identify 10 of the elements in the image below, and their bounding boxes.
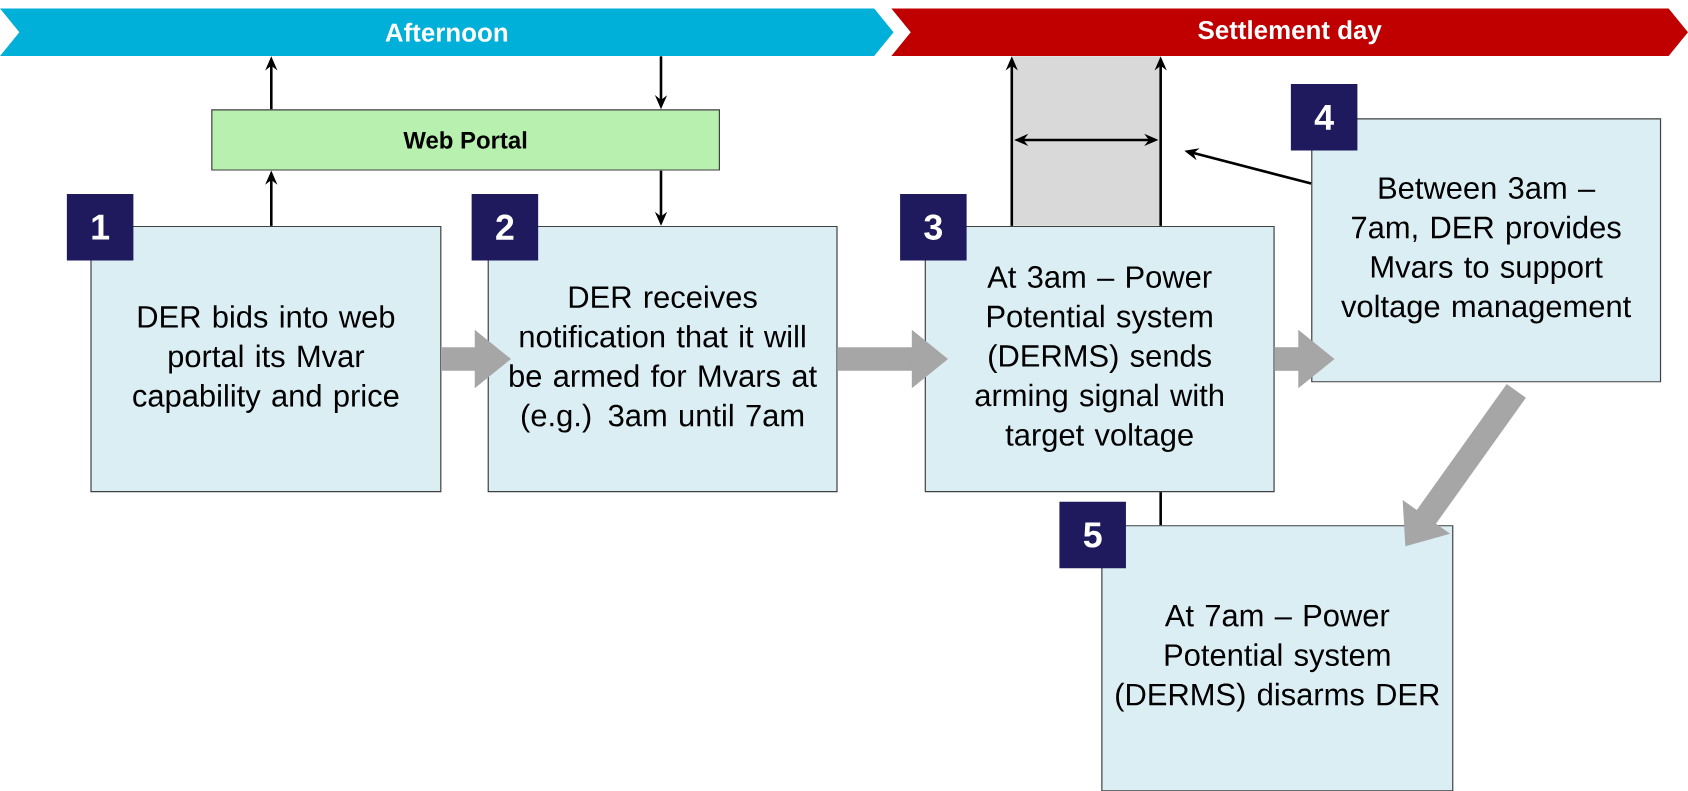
portal-box: Web Portal [211, 109, 720, 171]
number-badge: 1 [66, 193, 134, 261]
chevron-banner: Settlement day [891, 8, 1688, 56]
number-badge: 2 [471, 193, 539, 261]
step-box: At 7am – Power Potential system (DERMS) disarms DER [1101, 525, 1454, 791]
connector-line [1159, 492, 1162, 526]
number-badge: 5 [1059, 501, 1126, 569]
number-badge: 3 [900, 193, 967, 261]
shaded-band [1012, 56, 1161, 226]
chevron-banner: Afternoon [0, 8, 894, 56]
